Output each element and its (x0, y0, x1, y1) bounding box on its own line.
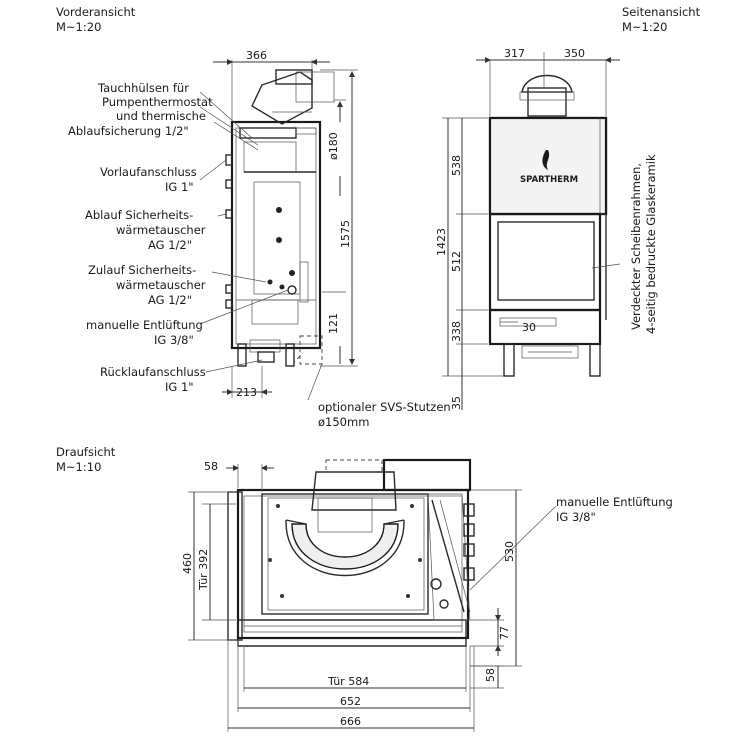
dim-side-30: 30 (522, 321, 536, 334)
dim-front-1575: 1575 (339, 220, 352, 248)
dim-side-35: 35 (450, 396, 463, 410)
front-view-scale: M~1:20 (56, 20, 101, 34)
dim-front-d180: ø180 (327, 132, 340, 160)
label-tauch-4: Ablaufsicherung 1/2" (68, 124, 189, 138)
top-view-drawing (188, 458, 557, 732)
dim-top-652: 652 (340, 695, 361, 708)
label-rucklauf-2: IG 1" (165, 380, 194, 394)
dim-side-512: 512 (450, 251, 463, 272)
dim-top-530: 530 (503, 541, 516, 562)
top-label-entluftung-1: manuelle Entlüftung (556, 495, 673, 509)
dim-front-213: 213 (236, 386, 257, 399)
top-label-entluftung-2: IG 3/8" (556, 510, 596, 524)
dim-top-666: 666 (340, 715, 361, 728)
dim-top-58: 58 (204, 460, 218, 473)
dim-front-366: 366 (246, 49, 267, 62)
side-view-title: Seitenansicht (622, 5, 701, 19)
dim-side-538: 538 (450, 155, 463, 176)
side-note-line-2: 4-seitig bedruckte Glaskeramik (644, 154, 658, 334)
side-note-line-1: Verdeckter Scheibenrahmen, (629, 163, 643, 330)
label-tauch-3: und thermische (116, 109, 206, 123)
dim-top-77: 77 (498, 626, 511, 640)
label-ablauf-1: Ablauf Sicherheits- (85, 208, 193, 222)
label-tauch-2: Pumpenthermostat (102, 95, 213, 109)
label-ablauf-3: AG 1/2" (148, 238, 192, 252)
dim-top-58-right: 58 (484, 668, 497, 682)
label-vorlauf-1: Vorlaufanschluss (100, 165, 197, 179)
dim-front-121: 121 (327, 313, 340, 334)
label-ablauf-2: wärmetauscher (116, 223, 206, 237)
top-view-scale: M~1:10 (56, 460, 101, 474)
dim-side-350: 350 (564, 47, 585, 60)
dim-side-1423: 1423 (435, 228, 448, 256)
label-vorlauf-2: IG 1" (165, 180, 194, 194)
label-svs-2: ø150mm (318, 415, 369, 429)
label-zulauf-1: Zulauf Sicherheits- (88, 263, 196, 277)
side-view-scale: M~1:20 (622, 20, 667, 34)
dim-top-door-392: Tür 392 (197, 549, 210, 591)
dim-top-460: 460 (181, 553, 194, 574)
label-entluftung-2: IG 3/8" (154, 333, 194, 347)
side-view-drawing: SPARTHERM (442, 52, 621, 410)
front-view-title: Vorderansicht (56, 5, 136, 19)
label-zulauf-3: AG 1/2" (148, 293, 192, 307)
dim-side-317: 317 (504, 47, 525, 60)
spartherm-logo: SPARTHERM (520, 175, 578, 185)
label-tauch-1: Tauchhülsen für (97, 81, 189, 95)
label-svs-1: optionaler SVS-Stutzen (318, 400, 451, 414)
dim-top-door-584: Tür 584 (327, 675, 369, 688)
label-entluftung-1: manuelle Entlüftung (86, 318, 203, 332)
dim-side-338: 338 (450, 321, 463, 342)
top-view-title: Draufsicht (56, 445, 116, 459)
front-view-drawing (199, 59, 358, 401)
label-zulauf-2: wärmetauscher (116, 278, 206, 292)
label-rucklauf-1: Rücklaufanschluss (100, 365, 206, 379)
